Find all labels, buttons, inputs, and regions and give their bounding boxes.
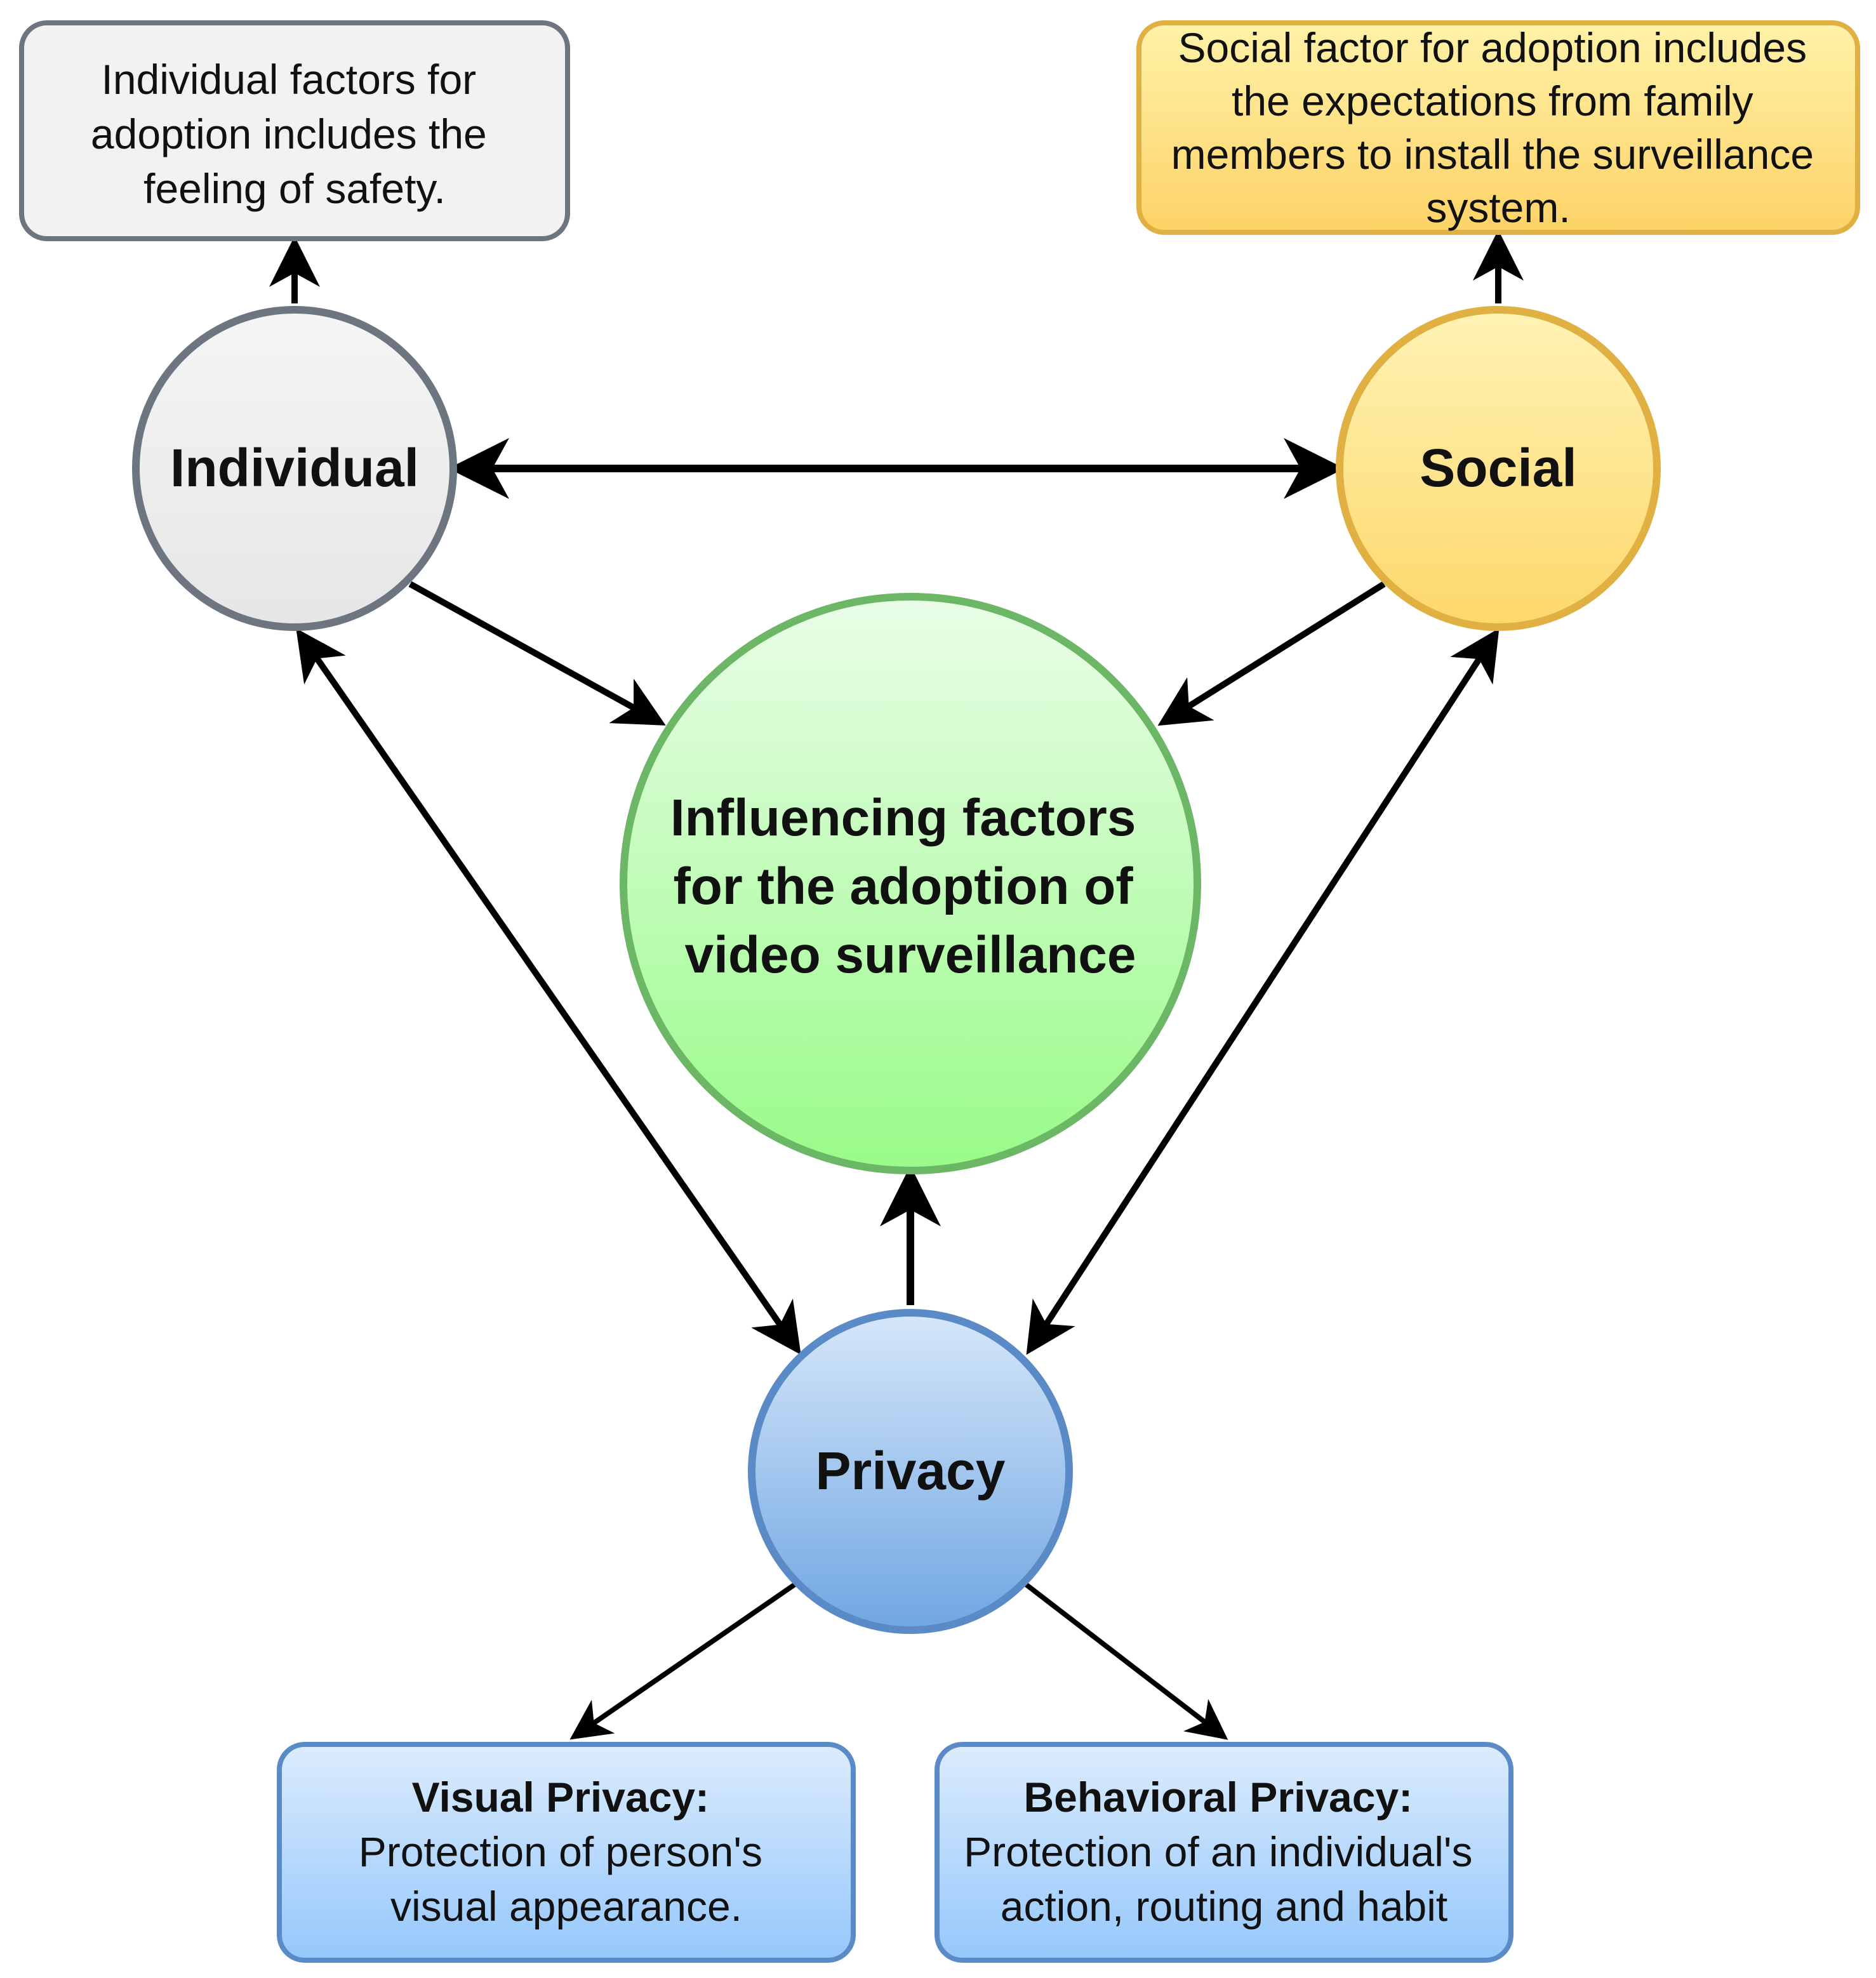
svg-text:Behavioral Privacy: Prot: Behavioral Privacy: Protection of an ind… <box>964 1774 1484 1930</box>
svg-text:Influencing factors for: Influencing factors for the adoption of … <box>670 789 1150 984</box>
individual-note-line: Individual factors for <box>102 56 477 103</box>
svg-text:Visual Privacy: Protecti: Visual Privacy: Protection of person's v… <box>359 1774 775 1930</box>
social-note-line: members to install the surveillance <box>1171 131 1814 178</box>
individual-node: Individual <box>132 306 457 631</box>
behavioral-privacy-title: Behavioral Privacy: <box>1023 1774 1413 1821</box>
social-note-line: the expectations from family <box>1232 77 1753 124</box>
social-note-line: Social factor for adoption includes <box>1178 24 1807 71</box>
individual-note-line: feeling of safety. <box>143 165 446 212</box>
visual-privacy-line: visual appearance. <box>390 1883 742 1930</box>
center-node: Influencing factors for the adoption of … <box>620 593 1201 1174</box>
visual-privacy-line: Protection of person's <box>359 1828 762 1875</box>
arrow-privacy-to-behavioral <box>1024 1582 1228 1740</box>
svg-text:Social factor for adoption inc: Social factor for adoption includes the … <box>1171 24 1826 231</box>
behavioral-privacy-line: action, routing and habit <box>1001 1883 1448 1930</box>
center-label-line: video surveillance <box>684 926 1136 984</box>
arrow-privacy-to-visual <box>569 1582 797 1740</box>
arrows <box>269 230 1524 1740</box>
privacy-node: Privacy <box>748 1309 1073 1634</box>
arrow-social-privacy <box>1026 628 1500 1355</box>
individual-note-box: Individual factors for adoption includes… <box>19 20 570 241</box>
arrow-social-to-center <box>1157 581 1386 726</box>
privacy-label: Privacy <box>816 1441 1006 1501</box>
social-label: Social <box>1420 438 1576 498</box>
arrow-individual-privacy <box>296 628 801 1355</box>
center-label-line: for the adoption of <box>674 858 1134 915</box>
visual-privacy-box: Visual Privacy: Protection of person's v… <box>277 1742 856 1963</box>
individual-note-line: adoption includes the <box>91 110 487 157</box>
svg-text:Individual factors for a: Individual factors for adoption includes… <box>91 56 498 212</box>
social-note-box: Social factor for adoption includes the … <box>1136 20 1860 235</box>
visual-privacy-title: Visual Privacy: <box>412 1774 709 1821</box>
behavioral-privacy-box: Behavioral Privacy: Protection of an ind… <box>935 1742 1513 1963</box>
social-node: Social <box>1336 306 1661 631</box>
arrow-individual-to-center <box>408 581 666 726</box>
behavioral-privacy-line: Protection of an individual's <box>964 1828 1472 1875</box>
social-note-line: system. <box>1426 184 1570 231</box>
center-label-line: Influencing factors <box>670 789 1136 847</box>
individual-label: Individual <box>170 438 419 498</box>
